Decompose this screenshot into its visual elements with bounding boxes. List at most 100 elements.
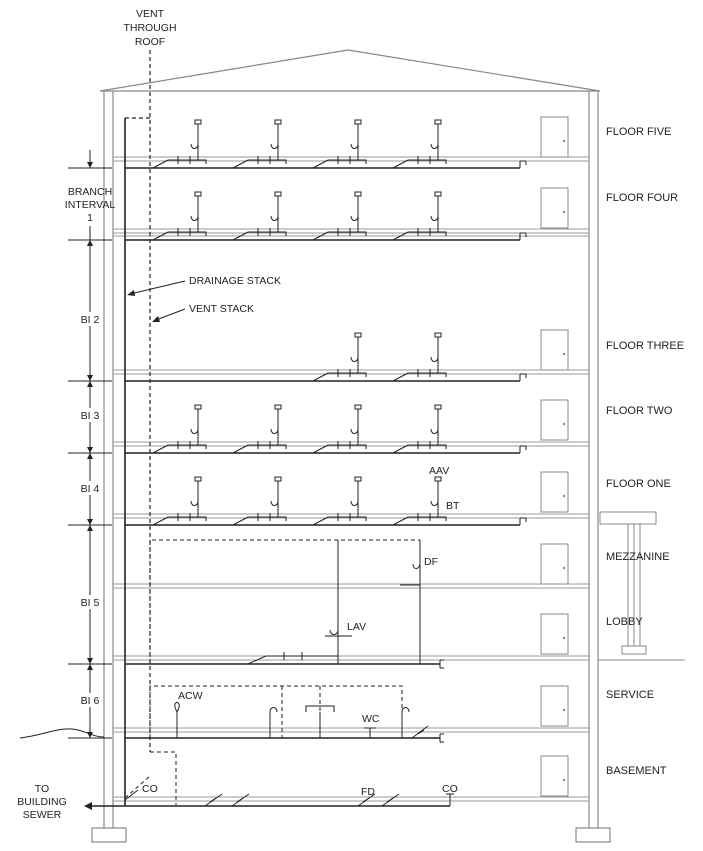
aav xyxy=(194,404,202,410)
door xyxy=(540,399,569,441)
bi-arrowhead xyxy=(87,453,93,459)
bi-arrowhead xyxy=(87,732,93,738)
aav xyxy=(434,191,442,197)
aav xyxy=(354,332,362,338)
door-knob xyxy=(562,566,566,570)
wc-label: WC xyxy=(362,713,380,725)
bi-arrowhead xyxy=(87,664,93,670)
fixture-trap xyxy=(430,428,439,434)
sewer-label-line1: TO xyxy=(35,783,49,795)
aav xyxy=(354,476,362,482)
fixture-elbow xyxy=(203,444,207,449)
fixture-drain xyxy=(312,159,329,169)
fixture-labels: AAV BT DF LAV ACW WC FD CO CO xyxy=(142,465,460,798)
fixture-elbow xyxy=(363,372,367,377)
fixture-trap xyxy=(350,143,359,149)
co-left-label: CO xyxy=(142,783,158,795)
door-knob xyxy=(562,139,566,143)
door xyxy=(540,116,569,158)
lobby-plumbing xyxy=(125,539,444,669)
fixture-trap xyxy=(190,143,199,149)
fixture-elbow xyxy=(443,516,447,521)
aav xyxy=(354,404,362,410)
ground-line xyxy=(19,728,105,739)
fixture-elbow xyxy=(283,159,287,164)
fixture-trap xyxy=(350,428,359,434)
fixture-elbow xyxy=(363,444,367,449)
bi-arrowhead xyxy=(87,381,93,387)
bi-arrowhead xyxy=(87,240,93,246)
floor-slabs xyxy=(113,156,589,802)
floor-label-three: FLOOR THREE xyxy=(606,340,684,352)
vent-label-line2: THROUGH xyxy=(123,22,176,34)
upper-floor-fixtures xyxy=(125,119,527,526)
fixture-trap xyxy=(270,500,279,506)
aav xyxy=(434,332,442,338)
fixture-drain xyxy=(392,231,409,241)
branch-interval-markers xyxy=(68,150,112,739)
fixture-drain xyxy=(312,444,329,454)
fixture-trap xyxy=(430,143,439,149)
aav xyxy=(274,476,282,482)
fixture-elbow xyxy=(363,516,367,521)
vent-label-line1: VENT xyxy=(136,8,165,20)
df-label: DF xyxy=(424,556,438,568)
bi4-label: BI 4 xyxy=(81,483,100,495)
fixture-drain xyxy=(392,159,409,169)
vent-through-roof-label: VENT THROUGH ROOF xyxy=(123,8,176,48)
fixture-elbow xyxy=(203,159,207,164)
door-knob xyxy=(562,210,566,214)
fd-label: FD xyxy=(361,786,375,798)
bi-arrowhead xyxy=(87,658,93,664)
fixture-drain xyxy=(232,444,249,454)
door-knob xyxy=(562,778,566,782)
aav xyxy=(274,191,282,197)
door xyxy=(540,187,569,229)
fixture-drain xyxy=(312,372,329,382)
fixture-elbow xyxy=(443,444,447,449)
floor-label-basement: BASEMENT xyxy=(606,765,667,777)
aav-label: AAV xyxy=(429,465,449,477)
fixture-trap xyxy=(270,215,279,221)
fixture-trap xyxy=(430,500,439,506)
fixture-drain xyxy=(152,444,169,454)
fixture-trap xyxy=(350,356,359,362)
aav xyxy=(354,119,362,125)
aav xyxy=(434,476,442,482)
fixture-drain xyxy=(392,444,409,454)
exterior-column xyxy=(598,511,685,661)
aav xyxy=(194,476,202,482)
door xyxy=(540,755,569,797)
fixture-trap xyxy=(350,500,359,506)
aav xyxy=(354,191,362,197)
basement-plumbing xyxy=(84,751,454,810)
bi-arrowhead xyxy=(87,447,93,453)
fixture-elbow xyxy=(283,444,287,449)
drainage-stack-label: DRAINAGE STACK xyxy=(189,275,281,287)
floor-label-service: SERVICE xyxy=(606,689,654,701)
sewer-label-line3: SEWER xyxy=(23,809,62,821)
door-knob xyxy=(562,422,566,426)
fixture-trap xyxy=(190,215,199,221)
bi1-label-line1: BRANCH xyxy=(68,186,112,198)
aav xyxy=(434,404,442,410)
floor-label-four: FLOOR FOUR xyxy=(606,192,678,204)
lav-label: LAV xyxy=(347,621,366,633)
door-knob xyxy=(562,494,566,498)
branch-interval-labels: BRANCH INTERVAL 1 BI 2 BI 3 BI 4 BI 5 BI… xyxy=(65,186,116,707)
vent-stack-label: VENT STACK xyxy=(189,303,254,315)
bi1-label-line2: INTERVAL xyxy=(65,199,116,211)
building-walls xyxy=(91,91,611,843)
fixture-trap xyxy=(430,356,439,362)
fixture-elbow xyxy=(283,231,287,236)
fixture-trap xyxy=(190,428,199,434)
fixture-elbow xyxy=(283,516,287,521)
door-knob xyxy=(562,708,566,712)
fixture-drain xyxy=(312,516,329,526)
fixture-elbow xyxy=(203,516,207,521)
aav xyxy=(434,119,442,125)
bi-arrowhead xyxy=(87,162,93,168)
fixture-drain xyxy=(232,231,249,241)
